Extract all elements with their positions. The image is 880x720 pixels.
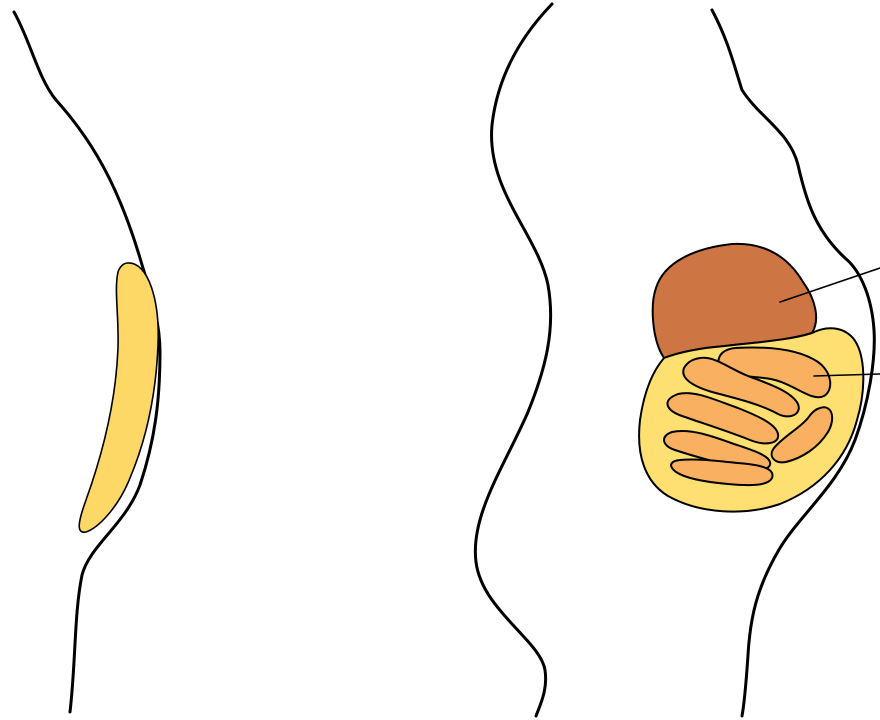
right-panel [475,4,880,716]
left-panel [14,12,160,712]
thin-crescent-band [79,263,158,532]
right-panel-outline-left [475,4,552,716]
